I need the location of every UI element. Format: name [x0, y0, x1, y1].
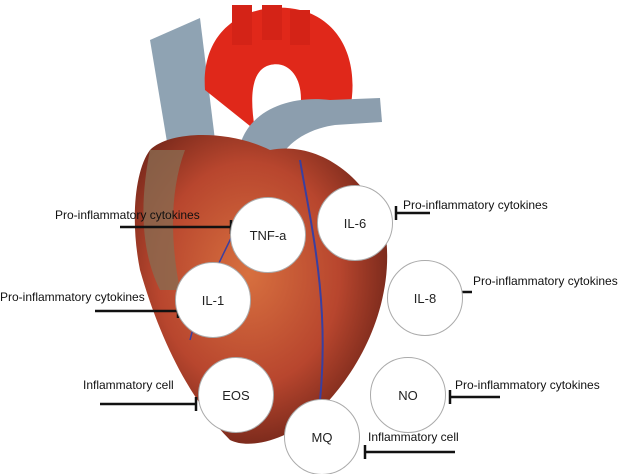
- label-no: Pro-inflammatory cytokines: [455, 378, 600, 392]
- superior-vena-cava: [150, 18, 215, 160]
- node-il-8: IL-8: [387, 260, 463, 336]
- node-no: NO: [370, 357, 446, 433]
- label-eos: Inflammatory cell: [83, 378, 174, 392]
- node-eos: EOS: [198, 357, 274, 433]
- node-mq: MQ: [284, 399, 360, 474]
- label-il-1: Pro-inflammatory cytokines: [0, 290, 145, 304]
- label-il-8: Pro-inflammatory cytokines: [473, 274, 618, 288]
- label-tnf-a: Pro-inflammatory cytokines: [55, 208, 200, 222]
- label-il-6: Pro-inflammatory cytokines: [403, 198, 548, 212]
- node-tnf-a: TNF-a: [230, 197, 306, 273]
- node-il-1: IL-1: [175, 262, 251, 338]
- node-il-6: IL-6: [317, 185, 393, 261]
- label-mq: Inflammatory cell: [368, 430, 459, 444]
